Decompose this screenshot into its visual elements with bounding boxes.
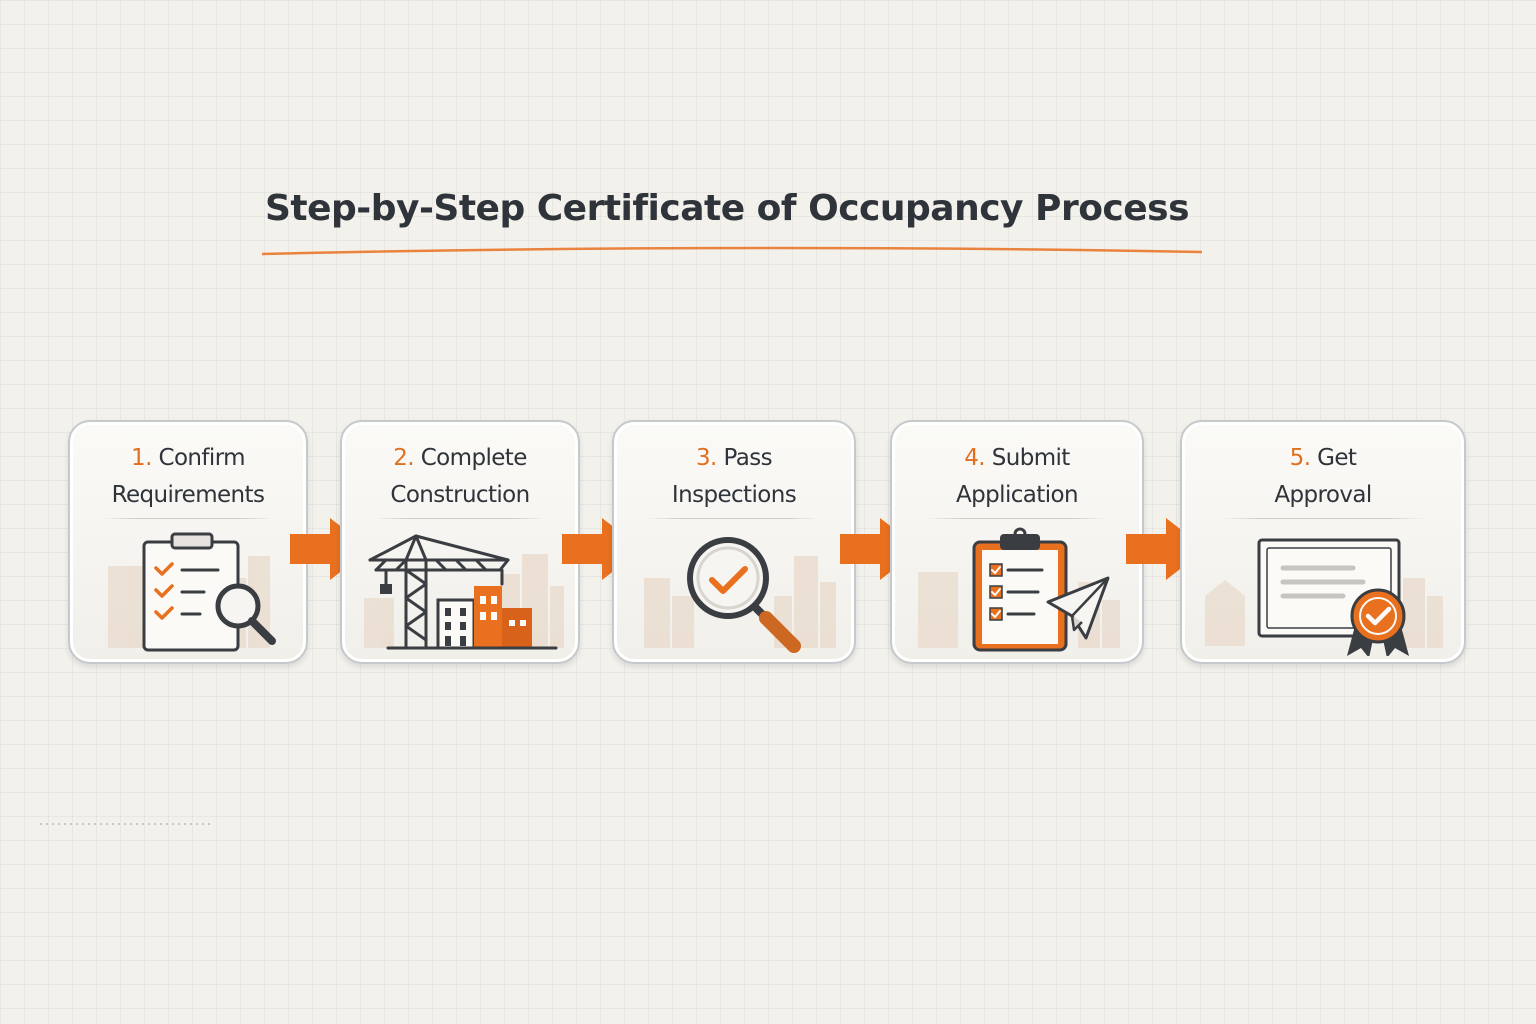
step-title-2-line1: Complete [420, 445, 528, 471]
step-card-3: 3. Pass Inspections [612, 420, 856, 664]
checklist-magnifier-icon [70, 526, 306, 656]
step-title-1-line2: Requirements [111, 482, 265, 508]
step-card-4: 4. Submit Application [890, 420, 1144, 664]
magnifier-check-icon [614, 526, 854, 656]
certificate-badge-icon [1182, 526, 1464, 656]
step-divider-4 [927, 518, 1107, 519]
decorative-dots [40, 823, 210, 825]
step-title-3-line2: Inspections [671, 482, 797, 508]
step-card-1: 1. Confirm Requirements [68, 420, 308, 664]
step-label-2: 2. Complete Construction [342, 440, 578, 514]
diagram-title: Step-by-Step Certificate of Occupancy Pr… [264, 188, 1190, 229]
step-number-2: 2. [393, 445, 414, 471]
step-divider-5 [1221, 518, 1425, 519]
step-divider-2 [375, 518, 545, 519]
step-number-4: 4. [964, 445, 986, 471]
step-title-4-line1: Submit [991, 445, 1071, 471]
step-card-2: 2. Complete Construction [340, 420, 580, 664]
step-number-1: 1. [131, 445, 152, 471]
crane-building-icon [342, 526, 578, 656]
step-card-5: 5. Get Approval [1180, 420, 1466, 664]
step-number-5: 5. [1289, 445, 1311, 471]
step-title-1-line1: Confirm [158, 445, 246, 471]
step-label-3: 3. Pass Inspections [614, 440, 854, 514]
step-label-5: 5. Get Approval [1182, 440, 1464, 514]
step-title-2-line2: Construction [390, 482, 530, 508]
step-number-3: 3. [696, 445, 717, 471]
title-underline [262, 246, 1202, 256]
clipboard-paper-plane-icon [892, 526, 1142, 656]
step-title-3-line1: Pass [723, 445, 772, 471]
step-divider-3 [647, 518, 821, 519]
step-title-5-line2: Approval [1274, 482, 1372, 508]
step-label-4: 4. Submit Application [892, 440, 1142, 514]
step-label-1: 1. Confirm Requirements [70, 440, 306, 514]
step-divider-1 [103, 518, 273, 519]
step-title-5-line1: Get [1317, 445, 1357, 471]
step-title-4-line2: Application [956, 482, 1079, 508]
